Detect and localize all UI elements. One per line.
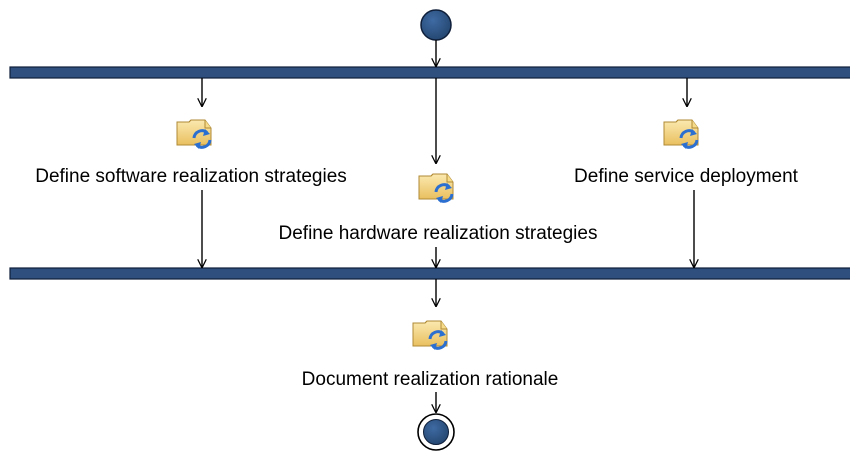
task-icon[interactable]: [411, 319, 449, 352]
task-icon[interactable]: [417, 172, 455, 205]
join-bar[interactable]: [9, 267, 850, 280]
initial-node[interactable]: [420, 9, 452, 41]
activity-label-software[interactable]: Define software realization strategies: [35, 166, 347, 187]
task-icon[interactable]: [662, 118, 700, 151]
activity-label-rationale[interactable]: Document realization rationale: [301, 369, 559, 390]
final-node[interactable]: [423, 419, 449, 445]
activity-label-hardware[interactable]: Define hardware realization strategies: [278, 223, 598, 244]
activity-label-service[interactable]: Define service deployment: [574, 166, 798, 187]
fork-bar[interactable]: [9, 66, 850, 79]
task-icon[interactable]: [175, 118, 213, 151]
